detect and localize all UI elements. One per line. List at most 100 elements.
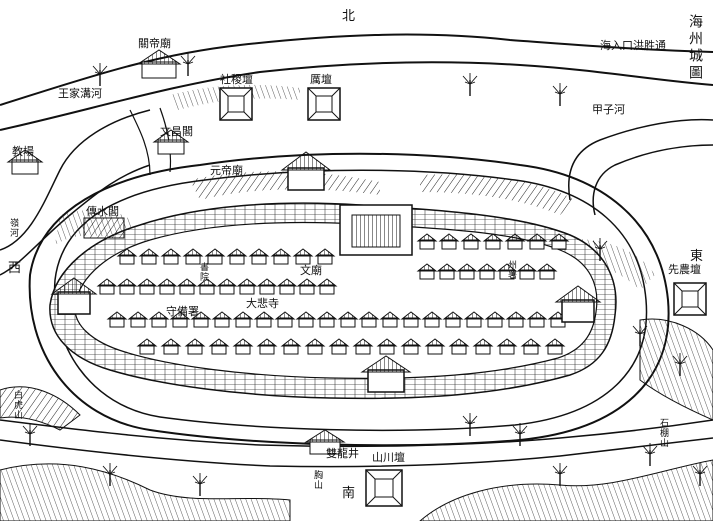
- house: [416, 233, 438, 250]
- dabei-temple-label: 大悲寺: [246, 297, 279, 310]
- house: [292, 248, 314, 265]
- house: [232, 338, 254, 355]
- house: [520, 338, 542, 355]
- chuanshui-hall-label: 傳水閣: [86, 205, 119, 218]
- south-terrain: [0, 318, 713, 521]
- wenchang-pavilion-label: 文昌閣: [160, 125, 193, 138]
- house: [456, 263, 478, 280]
- house: [156, 278, 178, 295]
- shanchuan-altar-label: 山川壇: [372, 451, 405, 464]
- map-title: 海州城圖: [687, 14, 703, 82]
- city-wall: [49, 202, 617, 400]
- south-label: 南: [342, 486, 356, 501]
- tree: [462, 73, 478, 96]
- east-label: 東: [690, 249, 704, 264]
- west-label: 西: [8, 261, 22, 276]
- river-outlet-label: 海入口洪胜通: [600, 39, 666, 52]
- house: [226, 248, 248, 265]
- house: [296, 278, 318, 295]
- altars: [219, 87, 707, 507]
- house: [136, 338, 158, 355]
- city-buildings: [96, 233, 570, 355]
- drill-ground-label: 教場: [12, 145, 34, 158]
- li-altar-icon: [307, 87, 341, 121]
- house: [208, 338, 230, 355]
- house: [256, 278, 278, 295]
- tree: [192, 473, 208, 496]
- house: [274, 311, 296, 328]
- north-label: 北: [342, 9, 356, 24]
- house: [400, 338, 422, 355]
- house: [544, 338, 566, 355]
- house: [176, 278, 198, 295]
- stone-shed-hill-label: 石棚山: [658, 418, 668, 448]
- yuandi-temple-label: 元帝廟: [210, 164, 243, 177]
- house: [400, 311, 422, 328]
- house: [270, 248, 292, 265]
- yamen-label: 州署: [506, 260, 516, 280]
- tree: [672, 353, 688, 376]
- house: [505, 311, 527, 328]
- house: [416, 263, 438, 280]
- house: [236, 278, 258, 295]
- house: [376, 338, 398, 355]
- house: [436, 263, 458, 280]
- house: [276, 278, 298, 295]
- house: [182, 248, 204, 265]
- tree: [592, 238, 608, 261]
- tree: [22, 423, 38, 446]
- guard-station-label: 守備署: [166, 305, 199, 318]
- house: [442, 311, 464, 328]
- house: [472, 338, 494, 355]
- house: [127, 311, 149, 328]
- house: [328, 338, 350, 355]
- gate-towers: [50, 151, 602, 393]
- house: [463, 311, 485, 328]
- house: [496, 263, 518, 280]
- tree: [180, 53, 196, 76]
- house: [160, 338, 182, 355]
- house: [190, 311, 212, 328]
- house: [438, 233, 460, 250]
- sheji-altar-label: 社稷壇: [220, 73, 253, 86]
- house: [316, 311, 338, 328]
- house: [484, 311, 506, 328]
- trees: [22, 53, 708, 496]
- house: [96, 278, 118, 295]
- house: [476, 263, 498, 280]
- house: [116, 248, 138, 265]
- house: [116, 278, 138, 295]
- house: [211, 311, 233, 328]
- house: [304, 338, 326, 355]
- house: [256, 338, 278, 355]
- lecture-hall-label: 書院: [198, 262, 208, 282]
- tree: [692, 463, 708, 486]
- xiannong-altar-label: 先農壇: [668, 263, 701, 276]
- yamen-compound: [339, 204, 413, 256]
- house: [358, 311, 380, 328]
- house: [314, 248, 336, 265]
- tree: [632, 323, 648, 346]
- house: [248, 248, 270, 265]
- house: [352, 338, 374, 355]
- house: [232, 311, 254, 328]
- outer-structures: [6, 49, 346, 455]
- house: [482, 233, 504, 250]
- house: [536, 263, 558, 280]
- house: [204, 248, 226, 265]
- tree: [512, 423, 528, 446]
- jiachi-river-label: 甲子河: [592, 103, 625, 116]
- house: [526, 233, 548, 250]
- xiong-hill-label: 胸山: [312, 470, 322, 490]
- xiannong-altar-icon: [673, 282, 707, 316]
- li-altar-label: 厲壇: [310, 73, 332, 86]
- house: [216, 278, 238, 295]
- shanchuan-altar-icon: [365, 469, 403, 507]
- tree: [102, 463, 118, 486]
- house: [504, 233, 526, 250]
- house: [337, 311, 359, 328]
- house: [548, 233, 570, 250]
- south-gate-tower: [360, 355, 412, 393]
- tree: [92, 63, 108, 86]
